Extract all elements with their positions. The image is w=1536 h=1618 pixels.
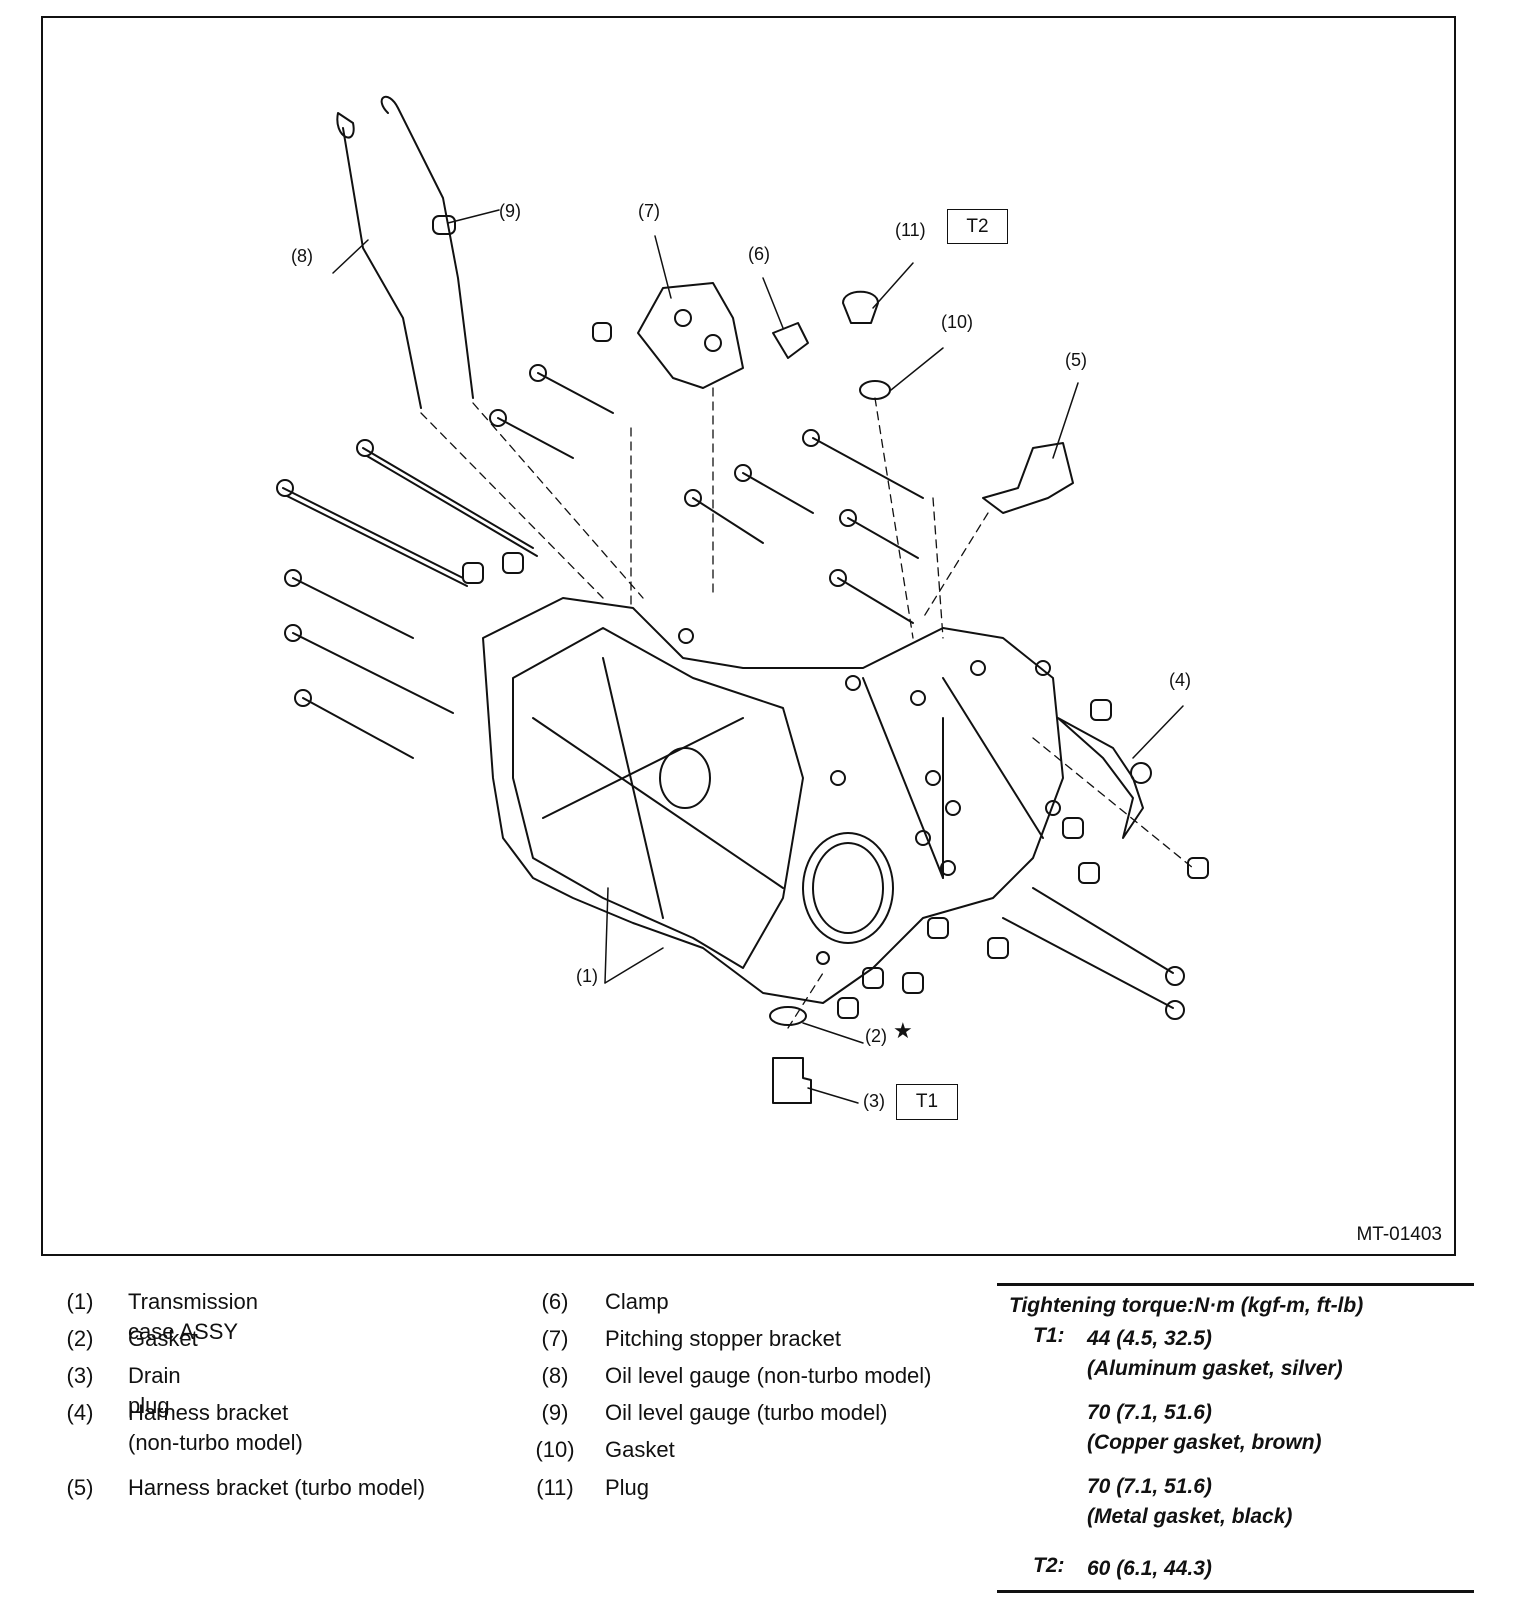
callout-5: (5) — [1065, 350, 1087, 370]
legend-text: Transmission case ASSY — [128, 1289, 258, 1344]
callout-9: (9) — [499, 201, 521, 221]
legend-num: (11) — [536, 1475, 574, 1500]
legend-num: (9) — [541, 1400, 569, 1425]
legend-text: Plug — [605, 1475, 650, 1500]
harness-bracket-non-turbo — [1057, 717, 1144, 839]
callout-8: (8) — [291, 246, 313, 266]
legend-num: (4) — [66, 1400, 94, 1425]
callout-6: (6) — [748, 244, 770, 264]
torque-box-t1: T1 — [896, 1084, 958, 1120]
legend-num: (7) — [541, 1326, 569, 1351]
nuts — [462, 322, 1209, 1019]
legend-num: (1) — [66, 1289, 94, 1314]
callout-2-star: ★ — [893, 1018, 913, 1043]
torque-value-t1-metal: 70 (7.1, 51.6) (Metal gasket, black) — [1087, 1475, 1293, 1528]
torque-key-t2: T2: — [1033, 1554, 1065, 1577]
legend-text: Drain plug — [128, 1363, 181, 1418]
torque-header: Tightening torque:N·m (kgf-m, ft-lb) — [1009, 1294, 1364, 1317]
legend-text: Harness bracket (turbo model) — [128, 1475, 426, 1500]
callout-4: (4) — [1169, 670, 1191, 690]
callout-2: (2) — [865, 1026, 887, 1046]
torque-key-t1: T1: — [1033, 1324, 1065, 1347]
exploded-view-drawing — [276, 95, 1209, 1104]
legend-num: (8) — [541, 1363, 569, 1388]
oil-level-gauge-turbo — [380, 95, 474, 399]
callout-11: (11) — [895, 220, 926, 240]
gasket-top — [859, 380, 891, 400]
figure-id: MT-01403 — [1356, 1224, 1442, 1245]
legend-num: (6) — [541, 1289, 569, 1314]
legend-num: (2) — [66, 1326, 94, 1351]
legend-num: (10) — [535, 1437, 575, 1462]
legend-text: Clamp — [605, 1289, 669, 1314]
callout-3: (3) — [863, 1091, 885, 1111]
torque-table: Tightening torque:N·m (kgf-m, ft-lb) T1:… — [997, 1283, 1474, 1593]
torque-box-t2: T2 — [947, 209, 1008, 244]
legend-text: Harness bracket (non-turbo model) — [128, 1400, 303, 1455]
transmission-case — [482, 597, 1064, 1004]
pitching-stopper-bracket — [637, 282, 744, 389]
legend-num: (5) — [66, 1475, 94, 1500]
clamp — [772, 322, 809, 359]
callout-10: (10) — [941, 312, 974, 332]
legend-text: Oil level gauge (non-turbo model) — [605, 1363, 932, 1388]
legend-text: Gasket — [128, 1326, 198, 1351]
torque-value-t2: 60 (6.1, 44.3) — [1087, 1557, 1212, 1580]
bolts-right — [734, 429, 1185, 1020]
bolts-left — [276, 364, 764, 759]
legend-num: (3) — [66, 1363, 94, 1388]
callout-1: (1) — [576, 966, 598, 986]
legend-text: Gasket — [605, 1437, 675, 1462]
torque-value-t1-copper: 70 (7.1, 51.6) (Copper gasket, brown) — [1087, 1401, 1322, 1454]
gasket-bottom — [769, 1006, 807, 1026]
drain-plug — [772, 1057, 812, 1104]
harness-bracket-turbo — [982, 442, 1074, 514]
torque-value-t1-aluminum: 44 (4.5, 32.5) (Aluminum gasket, silver) — [1087, 1327, 1343, 1380]
legend-text: Pitching stopper bracket — [605, 1326, 842, 1351]
legend-text: Oil level gauge (turbo model) — [605, 1400, 888, 1425]
plug — [842, 290, 879, 324]
oil-level-gauge-non-turbo — [342, 127, 422, 409]
callout-7: (7) — [638, 201, 660, 221]
diagram-frame: (8) (9) (7) (6) (11) T2 (10) (5) (4) (1)… — [41, 16, 1456, 1256]
